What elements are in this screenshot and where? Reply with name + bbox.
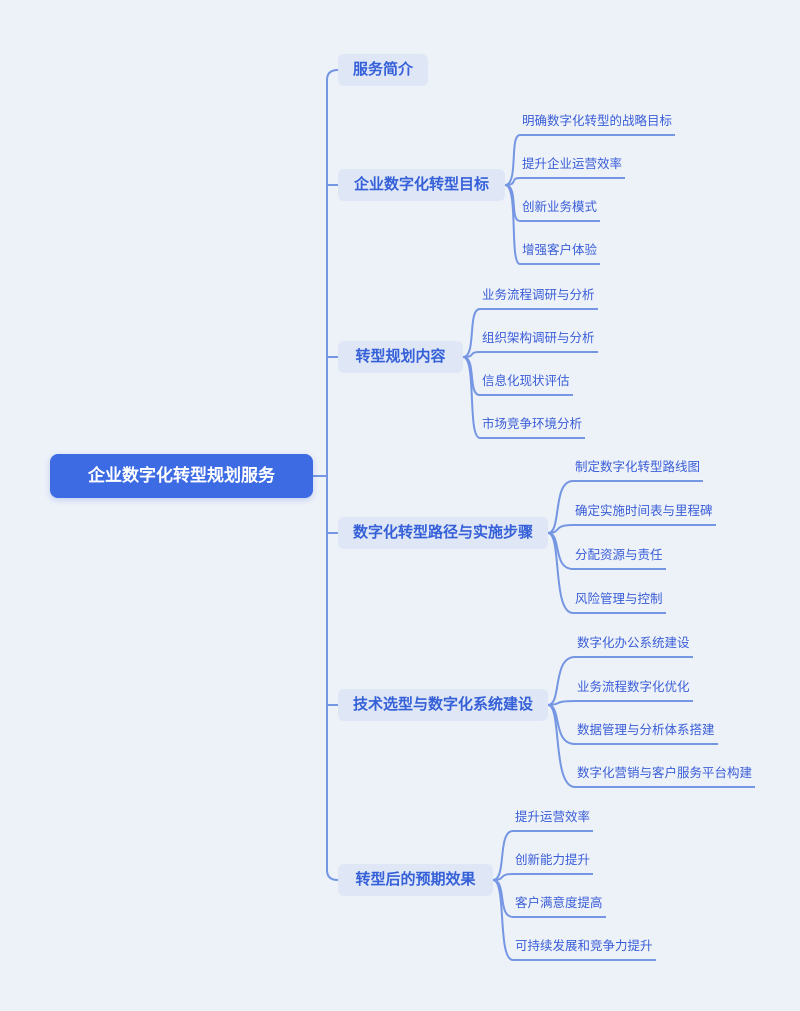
child-node-4-3[interactable]: 数字化营销与客户服务平台构建 <box>575 763 756 788</box>
child-connector <box>547 704 576 788</box>
child-connector <box>547 656 576 706</box>
child-connector <box>504 177 521 186</box>
child-connector <box>462 356 481 396</box>
child-connector <box>547 524 574 534</box>
child-node-5-0[interactable]: 提升运营效率 <box>513 807 594 832</box>
root-node[interactable]: 企业数字化转型规划服务 <box>50 454 313 498</box>
child-connector <box>547 532 574 570</box>
branch-node-3[interactable]: 数字化转型路径与实施步骤 <box>338 517 548 549</box>
child-node-1-0[interactable]: 明确数字化转型的战略目标 <box>520 111 676 136</box>
child-connector <box>504 134 521 186</box>
child-node-4-1[interactable]: 业务流程数字化优化 <box>575 677 693 702</box>
child-node-2-2[interactable]: 信息化现状评估 <box>480 371 573 396</box>
child-node-2-1[interactable]: 组织架构调研与分析 <box>480 328 598 353</box>
branch-node-5[interactable]: 转型后的预期效果 <box>338 864 493 896</box>
child-node-2-3[interactable]: 市场竞争环境分析 <box>480 414 586 439</box>
child-connector <box>504 184 521 265</box>
child-node-3-0[interactable]: 制定数字化转型路线图 <box>573 457 704 482</box>
child-connector <box>547 700 576 706</box>
child-node-3-1[interactable]: 确定实施时间表与里程碑 <box>573 501 716 526</box>
child-connector <box>547 532 574 614</box>
child-node-3-2[interactable]: 分配资源与责任 <box>573 545 666 570</box>
child-node-5-2[interactable]: 客户满意度提高 <box>513 893 606 918</box>
child-connector <box>462 351 481 358</box>
branch-node-4[interactable]: 技术选型与数字化系统建设 <box>338 689 548 721</box>
child-node-2-0[interactable]: 业务流程调研与分析 <box>480 285 598 310</box>
child-node-5-1[interactable]: 创新能力提升 <box>513 850 594 875</box>
child-connector <box>492 873 514 881</box>
branch-node-0[interactable]: 服务简介 <box>338 54 428 86</box>
child-node-1-2[interactable]: 创新业务模式 <box>520 197 601 222</box>
child-connector <box>492 830 514 881</box>
child-connector <box>547 704 576 745</box>
child-node-4-2[interactable]: 数据管理与分析体系搭建 <box>575 720 718 745</box>
child-connector <box>504 184 521 222</box>
child-node-1-1[interactable]: 提升企业运营效率 <box>520 154 626 179</box>
child-connector <box>462 308 481 358</box>
branch-node-1[interactable]: 企业数字化转型目标 <box>338 169 505 201</box>
branch-node-2[interactable]: 转型规划内容 <box>338 341 463 373</box>
child-connector <box>547 480 574 534</box>
child-connector <box>492 879 514 918</box>
child-connector <box>462 356 481 439</box>
child-node-3-3[interactable]: 风险管理与控制 <box>573 589 666 614</box>
child-node-5-3[interactable]: 可持续发展和竞争力提升 <box>513 936 656 961</box>
child-connector <box>492 879 514 961</box>
child-node-4-0[interactable]: 数字化办公系统建设 <box>575 633 693 658</box>
trunk-line <box>326 69 339 881</box>
child-node-1-3[interactable]: 增强客户体验 <box>520 240 601 265</box>
